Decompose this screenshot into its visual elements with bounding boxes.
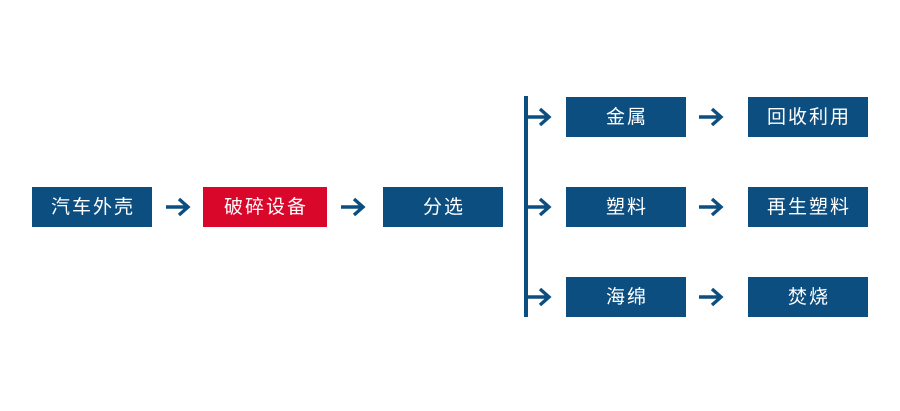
right-arrow-icon xyxy=(698,195,728,219)
right-arrow-icon xyxy=(698,105,728,129)
right-arrow-icon xyxy=(698,285,728,309)
node-plastic[interactable]: 塑料 xyxy=(566,187,686,227)
node-sorting[interactable]: 分选 xyxy=(383,187,503,227)
node-metal-outcome[interactable]: 回收利用 xyxy=(748,97,868,137)
node-shredder[interactable]: 破碎设备 xyxy=(203,187,327,227)
right-arrow-icon xyxy=(526,195,556,219)
right-arrow-icon xyxy=(340,195,370,219)
node-shell[interactable]: 汽车外壳 xyxy=(32,187,152,227)
right-arrow-icon xyxy=(526,105,556,129)
node-sponge[interactable]: 海绵 xyxy=(566,277,686,317)
node-metal[interactable]: 金属 xyxy=(566,97,686,137)
right-arrow-icon xyxy=(526,285,556,309)
node-sponge-outcome[interactable]: 焚烧 xyxy=(748,277,868,317)
right-arrow-icon xyxy=(165,195,195,219)
node-plastic-outcome[interactable]: 再生塑料 xyxy=(748,187,868,227)
